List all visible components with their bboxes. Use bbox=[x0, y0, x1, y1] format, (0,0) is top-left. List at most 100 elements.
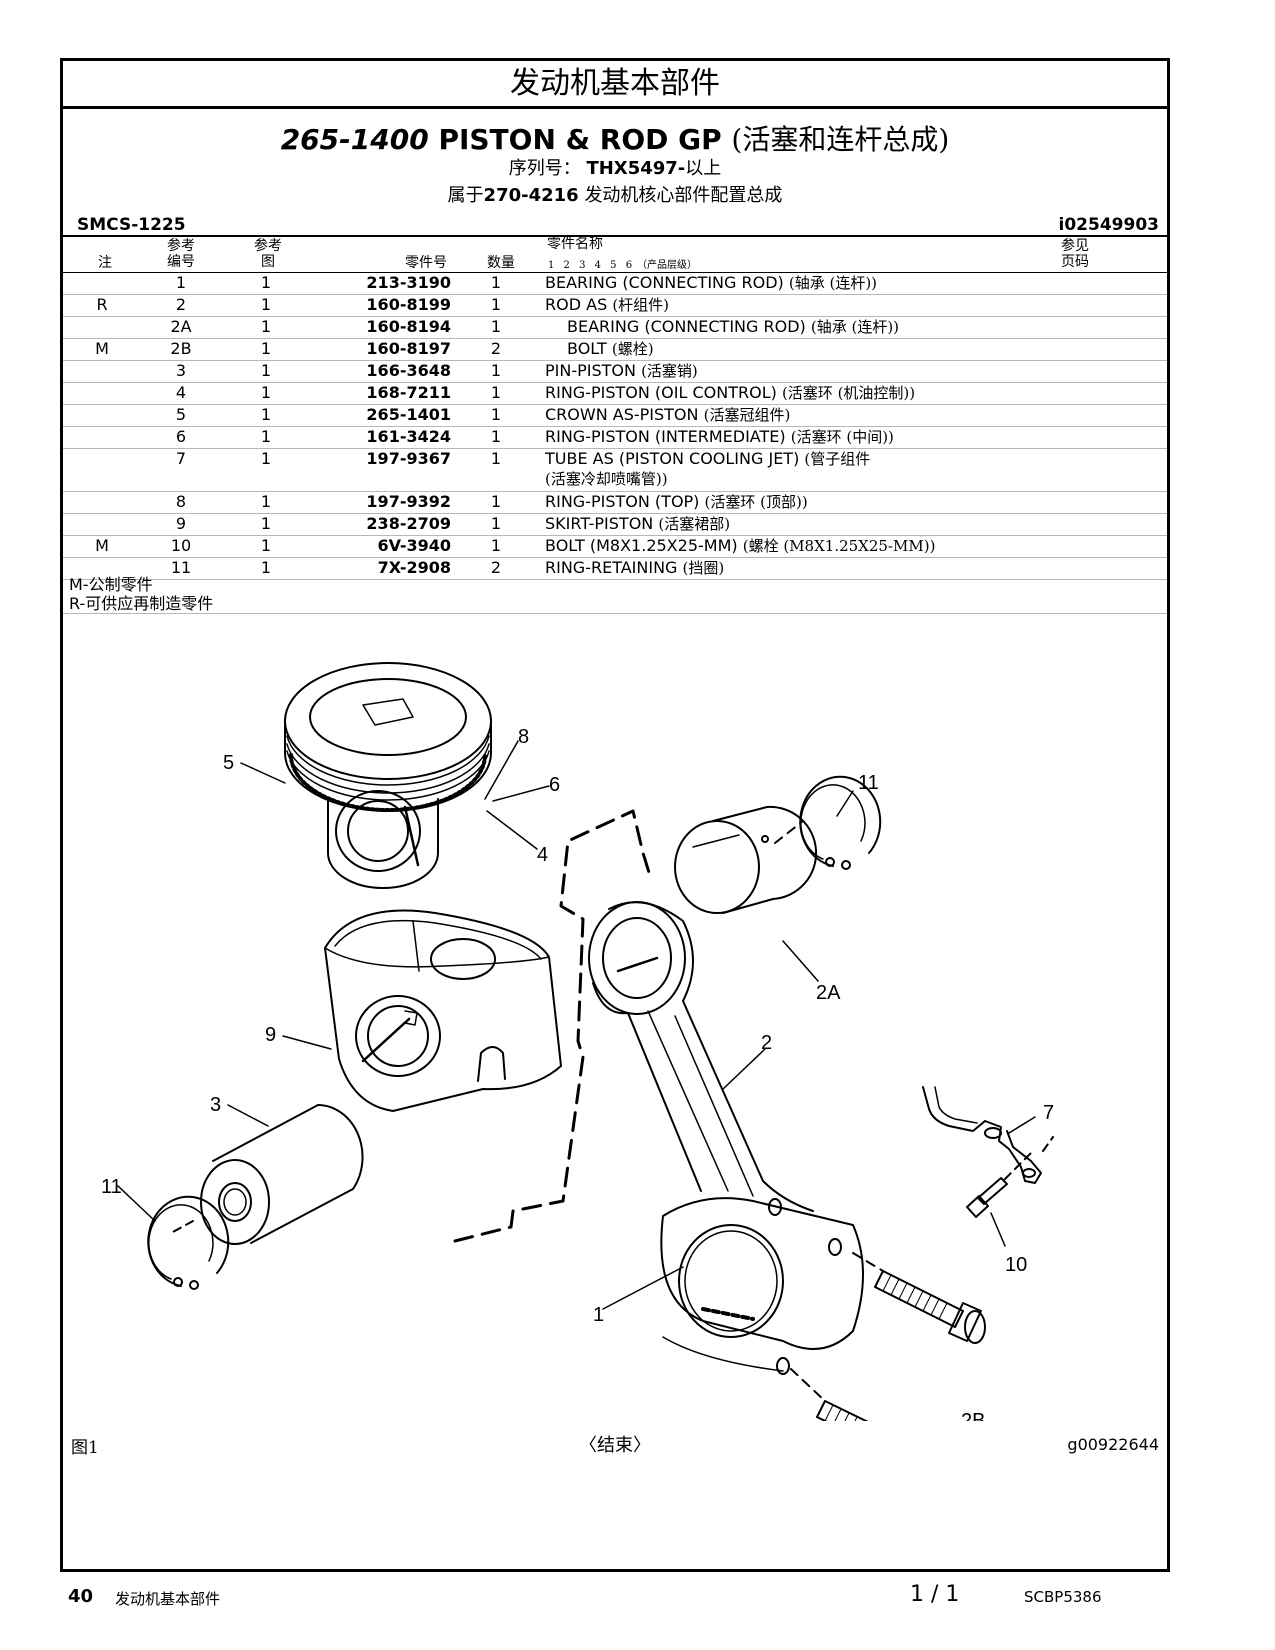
row-quantity: 1 bbox=[461, 294, 531, 317]
cooling-jet-bolt bbox=[966, 1150, 1034, 1218]
rod-bolts bbox=[790, 1252, 986, 1421]
row-quantity: 1 bbox=[461, 448, 531, 492]
row-name-cn: (活塞环 (中间)) bbox=[790, 428, 894, 446]
row-figure: 1 bbox=[221, 316, 311, 339]
group-part-name: PISTON & ROD GP bbox=[438, 123, 722, 156]
row-ref-number: 5 bbox=[141, 404, 221, 427]
piston-crown bbox=[284, 662, 492, 889]
row-note bbox=[63, 316, 141, 339]
row-part-name: BOLT (螺栓) bbox=[531, 338, 1167, 361]
row-figure: 1 bbox=[221, 491, 311, 514]
retaining-ring-left bbox=[147, 1195, 230, 1290]
row-quantity: 1 bbox=[461, 491, 531, 514]
col-page-bottom: 页码 bbox=[1061, 254, 1089, 270]
callout-11-right: 11 bbox=[858, 772, 879, 794]
row-ref-number: 3 bbox=[141, 360, 221, 383]
serial-value: THX5497- bbox=[586, 158, 686, 179]
row-part-number: 168-7211 bbox=[311, 382, 461, 405]
header-rule bbox=[63, 235, 1167, 237]
col-ref-bottom: 编号 bbox=[167, 254, 195, 270]
col-levels-note: （产品层级） bbox=[637, 260, 697, 271]
row-ref-number: 6 bbox=[141, 426, 221, 449]
row-name-en: RING-PISTON (OIL CONTROL) bbox=[545, 383, 777, 402]
row-name-cn: (螺栓 (M8X1.25X25-MM)) bbox=[742, 537, 936, 555]
row-quantity: 1 bbox=[461, 404, 531, 427]
row-ref-number: 9 bbox=[141, 513, 221, 536]
row-part-number: 160-8197 bbox=[311, 338, 461, 361]
footer-page-count: 1 / 1 bbox=[910, 1582, 960, 1607]
row-quantity: 1 bbox=[461, 382, 531, 405]
row-ref-number: 4 bbox=[141, 382, 221, 405]
row-part-name: ROD AS (杆组件) bbox=[531, 294, 1167, 317]
col-levels: 1 2 3 4 5 6 bbox=[548, 260, 633, 271]
assembly-guide bbox=[453, 809, 653, 1243]
row-part-number: 160-8194 bbox=[311, 316, 461, 339]
row-figure: 1 bbox=[221, 557, 311, 580]
section-title: 发动机基本部件 bbox=[63, 61, 1167, 109]
row-quantity: 1 bbox=[461, 426, 531, 449]
row-ref-number: 2A bbox=[141, 316, 221, 339]
row-part-number: 166-3648 bbox=[311, 360, 461, 383]
row-name-en: PIN-PISTON bbox=[545, 361, 636, 380]
row-note bbox=[63, 360, 141, 383]
row-name-cn: (活塞销) bbox=[641, 362, 698, 380]
row-note bbox=[63, 382, 141, 405]
row-part-number: 197-9367 bbox=[311, 448, 461, 492]
row-part-number: 6V-3940 bbox=[311, 535, 461, 558]
row-ref-number: 1 bbox=[141, 273, 221, 295]
row-name-cn-cont: (活塞冷却喷嘴管)) bbox=[545, 470, 668, 488]
row-part-name: RING-PISTON (INTERMEDIATE) (活塞环 (中间)) bbox=[531, 426, 1167, 449]
row-figure: 1 bbox=[221, 273, 311, 295]
cooling-jet-tube bbox=[922, 1086, 1054, 1184]
belongs-number: 270-4216 bbox=[483, 185, 579, 206]
row-part-number: 213-3190 bbox=[311, 273, 461, 295]
row-quantity: 1 bbox=[461, 360, 531, 383]
callout-11-left: 11 bbox=[101, 1176, 122, 1198]
row-quantity: 1 bbox=[461, 316, 531, 339]
piston-skirt bbox=[324, 909, 562, 1112]
col-qty: 数量 bbox=[487, 255, 515, 271]
row-name-en: RING-PISTON (TOP) bbox=[545, 492, 700, 511]
row-figure: 1 bbox=[221, 426, 311, 449]
row-name-cn: (活塞冠组件) bbox=[703, 406, 791, 424]
row-name-cn: (轴承 (连杆)) bbox=[788, 274, 878, 292]
row-ref-number: 7 bbox=[141, 448, 221, 492]
row-part-name: PIN-PISTON (活塞销) bbox=[531, 360, 1167, 383]
callout-2: 2 bbox=[761, 1032, 772, 1054]
col-fig-bottom: 图 bbox=[261, 254, 275, 270]
row-part-number: 238-2709 bbox=[311, 513, 461, 536]
row-quantity: 1 bbox=[461, 273, 531, 295]
group-part-name-cn: (活塞和连杆总成) bbox=[731, 123, 950, 156]
row-part-number: 7X-2908 bbox=[311, 557, 461, 580]
note-reman: R-可供应再制造零件 bbox=[69, 594, 214, 613]
row-note bbox=[63, 273, 141, 295]
group-title: 265-1400 PISTON & ROD GP (活塞和连杆总成) bbox=[63, 118, 1167, 158]
row-note: M bbox=[63, 338, 141, 361]
row-ref-number: 10 bbox=[141, 535, 221, 558]
row-figure: 1 bbox=[221, 338, 311, 361]
col-fig-top: 参考 bbox=[254, 238, 282, 254]
row-figure: 1 bbox=[221, 404, 311, 427]
parent-assembly: 属于270-4216 发动机核心部件配置总成 bbox=[63, 181, 1167, 207]
row-name-en: BEARING (CONNECTING ROD) bbox=[567, 317, 806, 336]
row-name-en: ROD AS bbox=[545, 295, 608, 314]
leader-lines bbox=[117, 740, 1036, 1310]
row-name-cn: (挡圈) bbox=[682, 559, 725, 577]
row-figure: 1 bbox=[221, 360, 311, 383]
piston-pin bbox=[200, 1104, 364, 1245]
row-name-cn: (活塞环 (顶部)) bbox=[704, 493, 808, 511]
serial-label: 序列号： bbox=[508, 158, 581, 179]
row-part-name: SKIRT-PISTON (活塞裙部) bbox=[531, 513, 1167, 536]
col-part-no: 零件号 bbox=[405, 255, 447, 271]
row-part-number: 160-8199 bbox=[311, 294, 461, 317]
callout-2b: 2B bbox=[961, 1410, 985, 1421]
row-note bbox=[63, 557, 141, 580]
